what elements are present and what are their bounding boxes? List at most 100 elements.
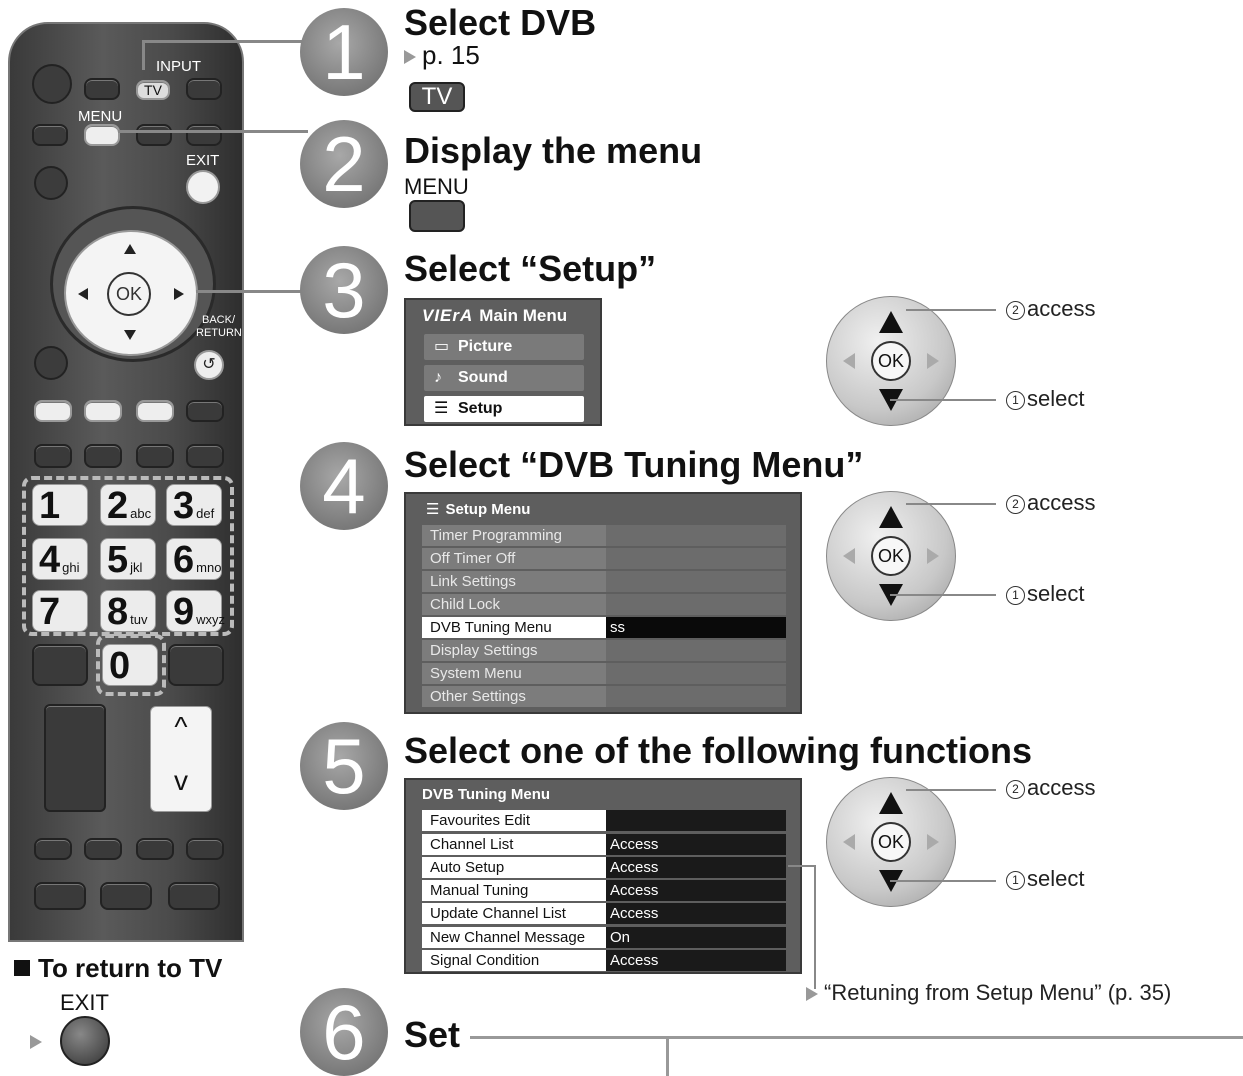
dvb-menu-title: DVB Tuning Menu <box>422 786 551 803</box>
connector-line <box>890 880 996 882</box>
remote-button[interactable] <box>32 124 68 146</box>
connector-line <box>142 40 145 70</box>
ok-icon: OK <box>871 822 911 862</box>
return-to-tv-title: To return to TV <box>38 953 223 983</box>
connector-line <box>142 40 307 43</box>
circled-number: 2 <box>1006 780 1025 799</box>
ok-label: OK <box>115 284 142 304</box>
ok-button[interactable]: OK <box>107 272 151 316</box>
remote-round-button[interactable] <box>34 166 68 200</box>
ok-pad-diagram: OK <box>826 491 956 621</box>
remote-button[interactable] <box>168 882 220 910</box>
channel-down-icon: v <box>174 765 188 796</box>
circled-number: 2 <box>1006 495 1025 514</box>
remote-button[interactable] <box>186 124 222 146</box>
key-7[interactable]: 7 <box>32 590 88 633</box>
remote-control: TV INPUT MENU EXIT OK BACK/ RETURN ↺ 1 2… <box>8 22 244 942</box>
exit-label: EXIT <box>186 152 220 169</box>
retuning-note: “Retuning from Setup Menu” (p. 35) <box>806 980 1171 1006</box>
color-button-red[interactable] <box>34 400 72 422</box>
dpad[interactable]: OK <box>64 230 198 356</box>
connector-line <box>906 309 996 311</box>
return-label: RETURN <box>196 327 242 339</box>
remote-button[interactable] <box>100 882 152 910</box>
down-arrow-icon <box>124 330 136 340</box>
menu-label: MENU <box>78 108 123 125</box>
volume-rocker[interactable] <box>44 704 106 812</box>
circled-number: 1 <box>1006 586 1025 605</box>
remote-button[interactable] <box>84 838 122 860</box>
step-1-circle: 1 <box>300 8 388 96</box>
main-menu-item-setup[interactable]: ☰Setup <box>424 396 584 422</box>
exit-button-icon <box>60 1016 110 1066</box>
channel-up-icon: ^ <box>174 711 188 742</box>
step-2-circle: 2 <box>300 120 388 208</box>
remote-button[interactable] <box>186 838 224 860</box>
sound-icon: ♪ <box>434 369 442 386</box>
remote-button[interactable] <box>136 838 174 860</box>
exit-button[interactable] <box>186 170 220 204</box>
left-arrow-icon <box>843 548 855 564</box>
remote-round-button[interactable] <box>34 346 68 380</box>
remote-button[interactable] <box>136 124 172 146</box>
remote-button[interactable] <box>84 78 120 100</box>
tv-button[interactable]: TV <box>136 80 170 100</box>
remote-button[interactable] <box>34 838 72 860</box>
color-button-blue[interactable] <box>186 400 224 422</box>
remote-button[interactable] <box>84 444 122 468</box>
power-button[interactable] <box>32 64 72 104</box>
menu-button[interactable] <box>84 124 120 146</box>
channel-rocker[interactable]: ^ v <box>150 706 212 812</box>
key-1[interactable]: 1 <box>32 484 88 527</box>
remote-button[interactable] <box>34 882 86 910</box>
right-arrow-icon <box>927 548 939 564</box>
main-menu-item-sound[interactable]: ♪Sound <box>424 365 584 391</box>
step-1-title: Select DVB <box>404 2 597 43</box>
right-arrow-icon <box>927 353 939 369</box>
step-4-circle: 4 <box>300 442 388 530</box>
input-button[interactable] <box>186 78 222 100</box>
right-arrow-icon <box>927 834 939 850</box>
color-button-green[interactable] <box>84 400 122 422</box>
remote-button[interactable] <box>136 444 174 468</box>
step-5-title: Select one of the following functions <box>404 730 1032 771</box>
connector-line <box>666 1036 669 1076</box>
setup-menu-panel: ☰Setup Menu Timer Programming Off Timer … <box>404 492 802 714</box>
remote-button[interactable] <box>168 644 224 686</box>
up-arrow-icon <box>879 506 903 528</box>
connector-line <box>890 399 996 401</box>
setup-icon: ☰ <box>426 501 440 518</box>
remote-button[interactable] <box>32 644 88 686</box>
step-4-title: Select “DVB Tuning Menu” <box>404 444 864 485</box>
right-arrow-icon <box>174 288 184 300</box>
back-label: BACK/ <box>202 314 236 326</box>
remote-button[interactable] <box>34 444 72 468</box>
key-0[interactable]: 0 <box>102 644 158 687</box>
step-5-circle: 5 <box>300 722 388 810</box>
arrow-icon <box>806 987 818 1002</box>
connector-line <box>814 865 816 989</box>
connector-line <box>196 290 306 293</box>
tv-key-icon: TV <box>409 82 465 112</box>
ok-icon: OK <box>871 341 911 381</box>
step-2-title: Display the menu <box>404 130 703 171</box>
remote-button[interactable] <box>186 444 224 468</box>
return-icon[interactable]: ↺ <box>194 350 224 380</box>
color-button-yellow[interactable] <box>136 400 174 422</box>
menu-key-icon <box>409 200 465 232</box>
ok-icon: OK <box>871 536 911 576</box>
main-menu-item-picture[interactable]: ▭Picture <box>424 334 584 360</box>
